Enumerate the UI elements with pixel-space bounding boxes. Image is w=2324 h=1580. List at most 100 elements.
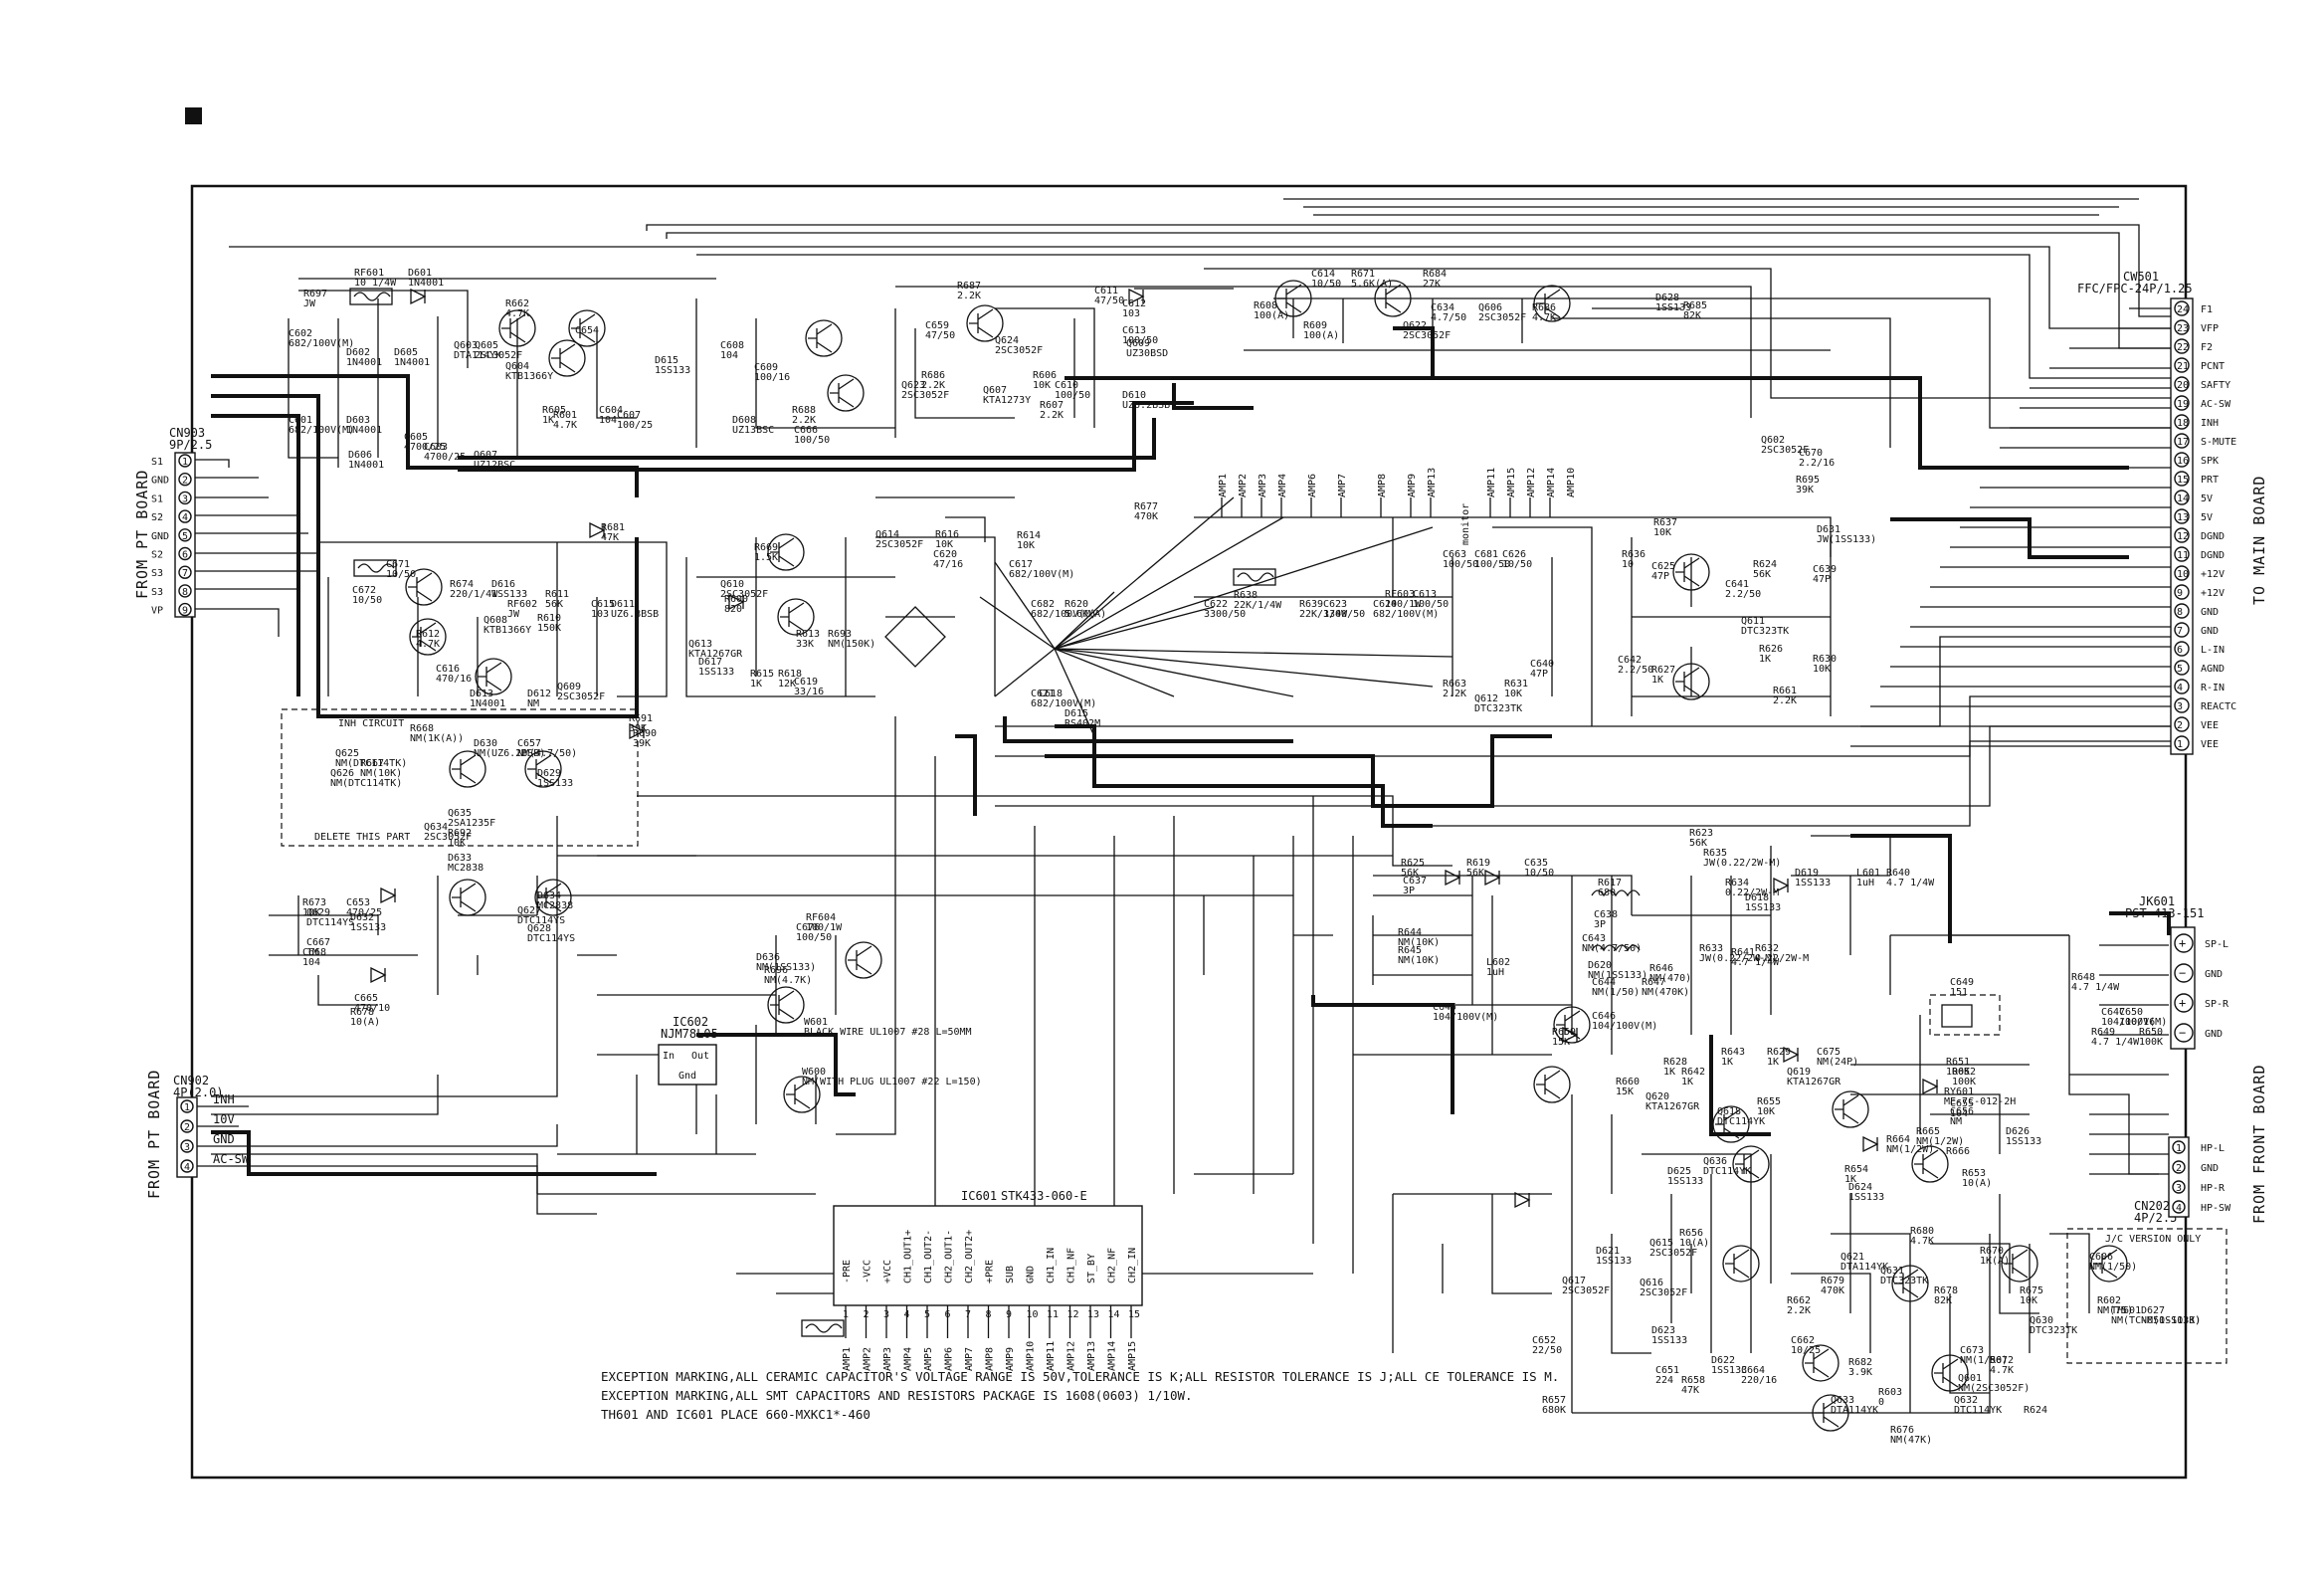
transistor-icon (449, 879, 486, 916)
component-ref: C670 (1799, 448, 1823, 459)
component-ref: Q636 (1703, 1156, 1727, 1167)
diode-icon (728, 593, 745, 611)
component-value: 2.2K (1040, 410, 1064, 421)
component-ref: C606 (2089, 1252, 2113, 1263)
component-value: 2SC3052F (557, 691, 605, 702)
transistor-leads-icon (1815, 1398, 1840, 1428)
cw501-pin-circle (2174, 697, 2190, 713)
component-ref: C649 (1950, 977, 1974, 988)
ic602-pin-gnd: Gnd (678, 1071, 696, 1082)
component-ref: C645 (1433, 1002, 1456, 1013)
cn903-pin-circle (178, 528, 192, 542)
component-ref: C667 (306, 937, 330, 948)
cw501-pin-circle (2174, 735, 2190, 751)
component-value: NM(1/50) (2089, 1262, 2137, 1273)
ic601-pin-number: 13 (1087, 1309, 1099, 1320)
component-value: 10K (1757, 1106, 1775, 1117)
component-value: DTC114YK (1703, 1166, 1751, 1177)
transistor-leads-icon (537, 883, 562, 912)
component-ref: R680 (1910, 1226, 1934, 1237)
component-ref: C635 (1524, 858, 1548, 869)
component-ref: Q634 (424, 822, 448, 833)
schematic-frame (190, 184, 2188, 1480)
component-value: 82K (1683, 310, 1701, 321)
amp-bus-label: AMP9 (1407, 474, 1418, 497)
component-ref: L601 (1856, 868, 1880, 879)
component-ref: R614 (1017, 530, 1041, 541)
ic601-amp-label: AMP11 (1046, 1341, 1057, 1371)
component-ref: C662 (1791, 1335, 1815, 1346)
component-ref: R675 (2020, 1285, 2043, 1296)
cw501-pin-number: 24 (2177, 304, 2189, 315)
component-ref: C655 (1950, 1098, 1974, 1109)
component-ref: C640 (1530, 659, 1554, 670)
component-value: 4.7 1/4W (1731, 957, 1780, 968)
component-value: 100K (1952, 1077, 1976, 1087)
cn202-pin-signal: HP-L (2201, 1143, 2225, 1154)
cw501-pin-number: 19 (2177, 399, 2189, 410)
component-ref: R673 (302, 897, 326, 908)
transistor-leads-icon (1835, 1094, 1859, 1124)
cw501-pin-number: 13 (2177, 512, 2189, 523)
component-ref: R676 (1890, 1425, 1914, 1436)
component-ref: D621 (1596, 1246, 1620, 1257)
ic601-pin-number: 15 (1128, 1309, 1140, 1320)
cw501-pin-circle (2174, 395, 2190, 411)
transistor-icon (1732, 1145, 1770, 1183)
component-value: 1K (1663, 1067, 1675, 1078)
component-value: 682/100V(M) (1009, 569, 1074, 580)
component-ref: D634 (537, 890, 561, 901)
component-value: NM(470K) (1642, 987, 1689, 998)
component-value: 1SS133 (1596, 1256, 1632, 1267)
cn903-pin-number: 8 (182, 587, 188, 598)
component-ref: C666 (794, 425, 818, 436)
cn202-pin-number: 3 (2176, 1183, 2182, 1194)
component-ref: R682 (1848, 1357, 1872, 1368)
component-value: 682/100V(M) (1031, 698, 1096, 709)
transistor-leads-icon (1277, 284, 1302, 313)
diode-icon (1922, 1078, 1939, 1095)
cw501-pin-signal: 5V (2201, 512, 2213, 523)
jk601-pin-signal: SP-R (2205, 999, 2229, 1010)
component-ref: R643 (1721, 1047, 1745, 1058)
component-ref: C623 (1323, 599, 1347, 610)
component-value: 4.7K (505, 308, 529, 319)
cn202-pin-number: 4 (2176, 1203, 2182, 1214)
component-value: 33/16 (794, 687, 824, 697)
cw501-pin-number: 11 (2177, 550, 2189, 561)
transistor-icon (805, 319, 843, 357)
cn902-pin-signal: AC-SW (213, 1152, 250, 1166)
component-ref: R687 (957, 281, 981, 292)
transistor-icon (845, 941, 882, 979)
ic601-pin-name: CH1_OUT2- (923, 1230, 934, 1284)
component-ref: R623 (1689, 828, 1713, 839)
cw501-pin-circle (2174, 471, 2190, 487)
component-ref: R626 (1759, 644, 1783, 655)
ic601-pin-number: 1 (843, 1309, 849, 1320)
component-ref: C643 (1582, 933, 1606, 944)
component-value: 470/16 (436, 674, 472, 685)
component-ref: C612 (1122, 298, 1146, 309)
transistor-leads-icon (551, 343, 576, 373)
cw501-pin-signal: VEE (2201, 720, 2219, 731)
component-value: 100K (2139, 1037, 2163, 1048)
component-ref: C624 (1373, 599, 1397, 610)
component-value: 680 (1598, 888, 1616, 898)
component-ref: R658 (1681, 1375, 1705, 1386)
component-ref: R691 (629, 713, 653, 724)
transistor-icon (966, 304, 1004, 342)
component-ref: C604 (599, 405, 623, 416)
component-ref: Q631 (1880, 1266, 1904, 1277)
cn902-pin-circle (180, 1139, 194, 1153)
component-ref: C665 (354, 993, 378, 1004)
component-ref: C610 (1055, 380, 1078, 391)
component-value: 1K (750, 679, 762, 690)
component-value: 10(A) (1962, 1178, 1992, 1189)
component-value: 1K (542, 415, 554, 426)
cw501-pin-signal: F1 (2201, 304, 2213, 315)
component-ref: R688 (792, 405, 816, 416)
cn903-pin-number: 4 (182, 512, 188, 523)
cw501-pin-circle (2174, 452, 2190, 468)
